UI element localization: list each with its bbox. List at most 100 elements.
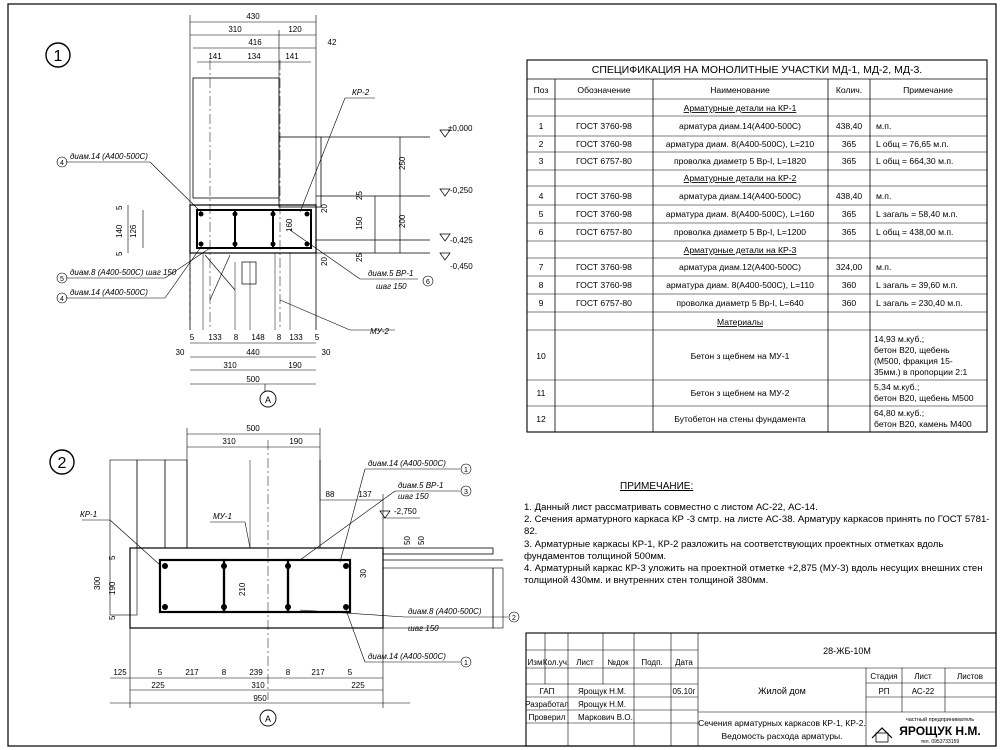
- svg-text:42: 42: [328, 38, 337, 47]
- svg-text:ГОСТ 6757-80: ГОСТ 6757-80: [576, 298, 632, 308]
- svg-text:6: 6: [426, 279, 430, 286]
- svg-text:м.п.: м.п.: [876, 262, 891, 272]
- svg-text:бетон В20, камень М400: бетон В20, камень М400: [874, 419, 972, 429]
- svg-text:м.п.: м.п.: [876, 191, 891, 201]
- svg-text:8: 8: [286, 668, 291, 677]
- svg-text:64,80 м.куб.;: 64,80 м.куб.;: [874, 408, 924, 418]
- svg-text:438,40: 438,40: [836, 191, 863, 201]
- svg-text:310: 310: [228, 25, 242, 34]
- svg-text:4: 4: [60, 160, 64, 167]
- table-row: 3 ГОСТ 6757-80 проволка диаметр 5 Вр-I, …: [539, 156, 954, 166]
- svg-text:8: 8: [277, 333, 282, 342]
- svg-text:365: 365: [842, 209, 857, 219]
- object-name: Жилой дом: [758, 686, 806, 696]
- svg-text:133: 133: [289, 333, 303, 342]
- svg-text:Обозначение: Обозначение: [577, 85, 630, 95]
- svg-text:шаг 150: шаг 150: [398, 492, 429, 501]
- svg-text:Разработал: Разработал: [525, 700, 569, 709]
- sheet-frame: [7, 3, 997, 747]
- svg-text:ЯРОЩУК Н.М.: ЯРОЩУК Н.М.: [899, 724, 981, 738]
- svg-text:360: 360: [842, 280, 857, 290]
- svg-text:4: 4: [60, 296, 64, 303]
- svg-text:Подп.: Подп.: [641, 658, 662, 667]
- svg-text:ГОСТ 3760-98: ГОСТ 3760-98: [576, 139, 632, 149]
- svg-text:310: 310: [251, 681, 265, 690]
- svg-text:416: 416: [248, 38, 262, 47]
- svg-text:217: 217: [311, 668, 325, 677]
- svg-text:5: 5: [108, 555, 117, 560]
- svg-text:365: 365: [842, 139, 857, 149]
- svg-text:324,00: 324,00: [836, 262, 863, 272]
- svg-text:8: 8: [222, 668, 227, 677]
- notes-heading: ПРИМЕЧАНИЕ:: [620, 481, 694, 492]
- svg-text:L загаль = 58,40 м.п.: L загаль = 58,40 м.п.: [876, 209, 958, 219]
- label-mu2: МУ-2: [370, 327, 389, 336]
- insulation-fill: [164, 459, 188, 549]
- label-diam5: диам.5 ВР-1: [368, 269, 413, 278]
- section-2: 2 500 310 190: [49, 424, 520, 727]
- svg-text:50: 50: [417, 536, 426, 545]
- axis-a-label-1: А: [265, 395, 271, 405]
- level-2750: -2,750: [394, 507, 417, 516]
- svg-text:проволка диаметр 5 Вр-I, L=640: проволка диаметр 5 Вр-I, L=640: [676, 298, 804, 308]
- svg-text:1: 1: [539, 121, 544, 131]
- svg-text:25: 25: [355, 253, 364, 262]
- svg-text:50: 50: [403, 536, 412, 545]
- svg-text:арматура диам. 8(А400-500С), L: арматура диам. 8(А400-500С), L=160: [666, 209, 815, 219]
- svg-text:1: 1: [464, 660, 468, 667]
- svg-text:Наименование: Наименование: [710, 85, 770, 95]
- table-row: 6 ГОСТ 6757-80 проволка диаметр 5 Вр-I, …: [539, 227, 954, 237]
- svg-text:125: 125: [113, 668, 127, 677]
- svg-text:арматура диам. 8(А400-500С), L: арматура диам. 8(А400-500С), L=110: [666, 280, 814, 290]
- svg-text:L общ = 76,65 м.п.: L общ = 76,65 м.п.: [876, 139, 949, 149]
- svg-text:-0,250: -0,250: [450, 186, 473, 195]
- svg-text:3: 3: [464, 489, 468, 496]
- svg-text:диам.5 ВР-1: диам.5 ВР-1: [398, 481, 443, 490]
- svg-text:160: 160: [285, 218, 294, 232]
- spec-title: СПЕЦИФИКАЦИЯ НА МОНОЛИТНЫЕ УЧАСТКИ МД-1,…: [592, 64, 922, 76]
- spec-table: СПЕЦИФИКАЦИЯ НА МОНОЛИТНЫЕ УЧАСТКИ МД-1,…: [526, 59, 988, 433]
- svg-text:Колич.: Колич.: [836, 85, 862, 95]
- svg-text:120: 120: [288, 25, 302, 34]
- svg-text:5: 5: [60, 276, 64, 283]
- svg-text:шаг 150: шаг 150: [408, 624, 439, 633]
- svg-text:310: 310: [223, 361, 237, 370]
- svg-text:11: 11: [537, 388, 546, 398]
- note-4: 4. Арматурный каркас КР-3 уложить на про…: [524, 563, 983, 587]
- svg-text:950: 950: [253, 694, 267, 703]
- svg-text:126: 126: [129, 224, 138, 238]
- notes-block: 1. Данный лист рассматривать совместно с…: [524, 502, 994, 587]
- svg-text:частный предприниматель: частный предприниматель: [906, 716, 974, 723]
- group-kr2: Арматурные детали на КР-2: [684, 173, 797, 183]
- note-3: 3. Арматурные каркасы КР-1, КР-2 разложи…: [524, 538, 944, 562]
- svg-text:140: 140: [115, 224, 124, 238]
- svg-text:Проверил: Проверил: [529, 713, 566, 722]
- svg-text:5: 5: [108, 615, 117, 620]
- svg-text:м.п.: м.п.: [876, 121, 891, 131]
- section-1-number: 1: [54, 48, 63, 65]
- cage-cell-2: [234, 209, 274, 249]
- svg-text:6: 6: [539, 227, 544, 237]
- svg-text:250: 250: [398, 156, 407, 170]
- table-row: 2 ГОСТ 3760-98 арматура диам. 8(А400-500…: [539, 139, 949, 149]
- svg-text:30: 30: [359, 569, 368, 578]
- wall-hatch: [192, 77, 280, 199]
- svg-text:134: 134: [247, 52, 261, 61]
- svg-text:5: 5: [348, 668, 353, 677]
- svg-text:5: 5: [158, 668, 163, 677]
- svg-text:бетон В20, щебень М500: бетон В20, щебень М500: [874, 393, 974, 403]
- table-row: 10 Бетон з щебнем на МУ-1 14,93 м.куб.; …: [536, 334, 967, 377]
- svg-text:150: 150: [355, 216, 364, 230]
- svg-text:137: 137: [358, 490, 372, 499]
- svg-text:диам.14 (А400-500С): диам.14 (А400-500С): [368, 652, 446, 661]
- svg-text:438,40: 438,40: [836, 121, 863, 131]
- svg-text:310: 310: [222, 437, 236, 446]
- beam-outline-2: [129, 547, 384, 629]
- note-1: 1. Данный лист рассматривать совместно с…: [524, 502, 818, 513]
- svg-text:Маркович В.О.: Маркович В.О.: [578, 713, 633, 722]
- table-row: 11 Бетон з щебнем на МУ-2 5,34 м.куб.; б…: [537, 382, 974, 403]
- svg-text:5: 5: [539, 209, 544, 219]
- label-diam8: диам.8 (А400-500С) шаг 150: [70, 268, 177, 277]
- svg-text:20: 20: [320, 204, 329, 213]
- svg-text:ГОСТ 3760-98: ГОСТ 3760-98: [576, 209, 632, 219]
